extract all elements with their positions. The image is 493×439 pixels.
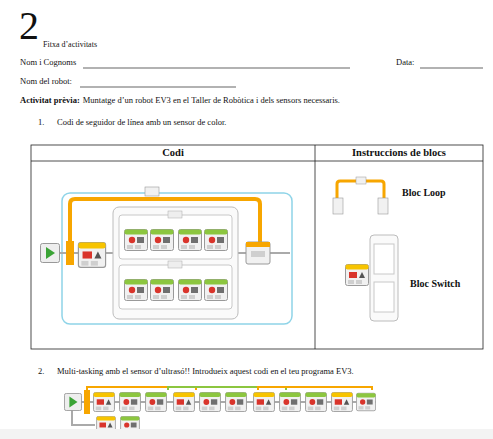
item-number: 2. <box>38 367 44 377</box>
field-label: Data: <box>396 58 414 68</box>
sheet-title: Fitxa d’activitats <box>43 40 97 49</box>
field-label: Nom i Cognoms <box>20 58 76 68</box>
activity-text: Muntatge d’un robot EV3 en el Taller de … <box>83 96 340 106</box>
item-text: Multi-tasking amb el sensor d’ultrasó!! … <box>57 367 354 377</box>
sheet-number: 2 <box>19 6 39 46</box>
block-label: Bloc Loop <box>402 187 446 199</box>
item-number: 1. <box>38 118 44 128</box>
field-label: Nom del robot: <box>20 77 72 87</box>
table-header: Codi <box>31 147 315 159</box>
activity-label: Activitat prèvia: <box>20 96 80 106</box>
table-header: Instruccions de blocs <box>315 147 483 159</box>
block-label: Bloc Switch <box>410 278 460 290</box>
item-text: Codi de seguidor de línea amb un sensor … <box>57 118 227 128</box>
